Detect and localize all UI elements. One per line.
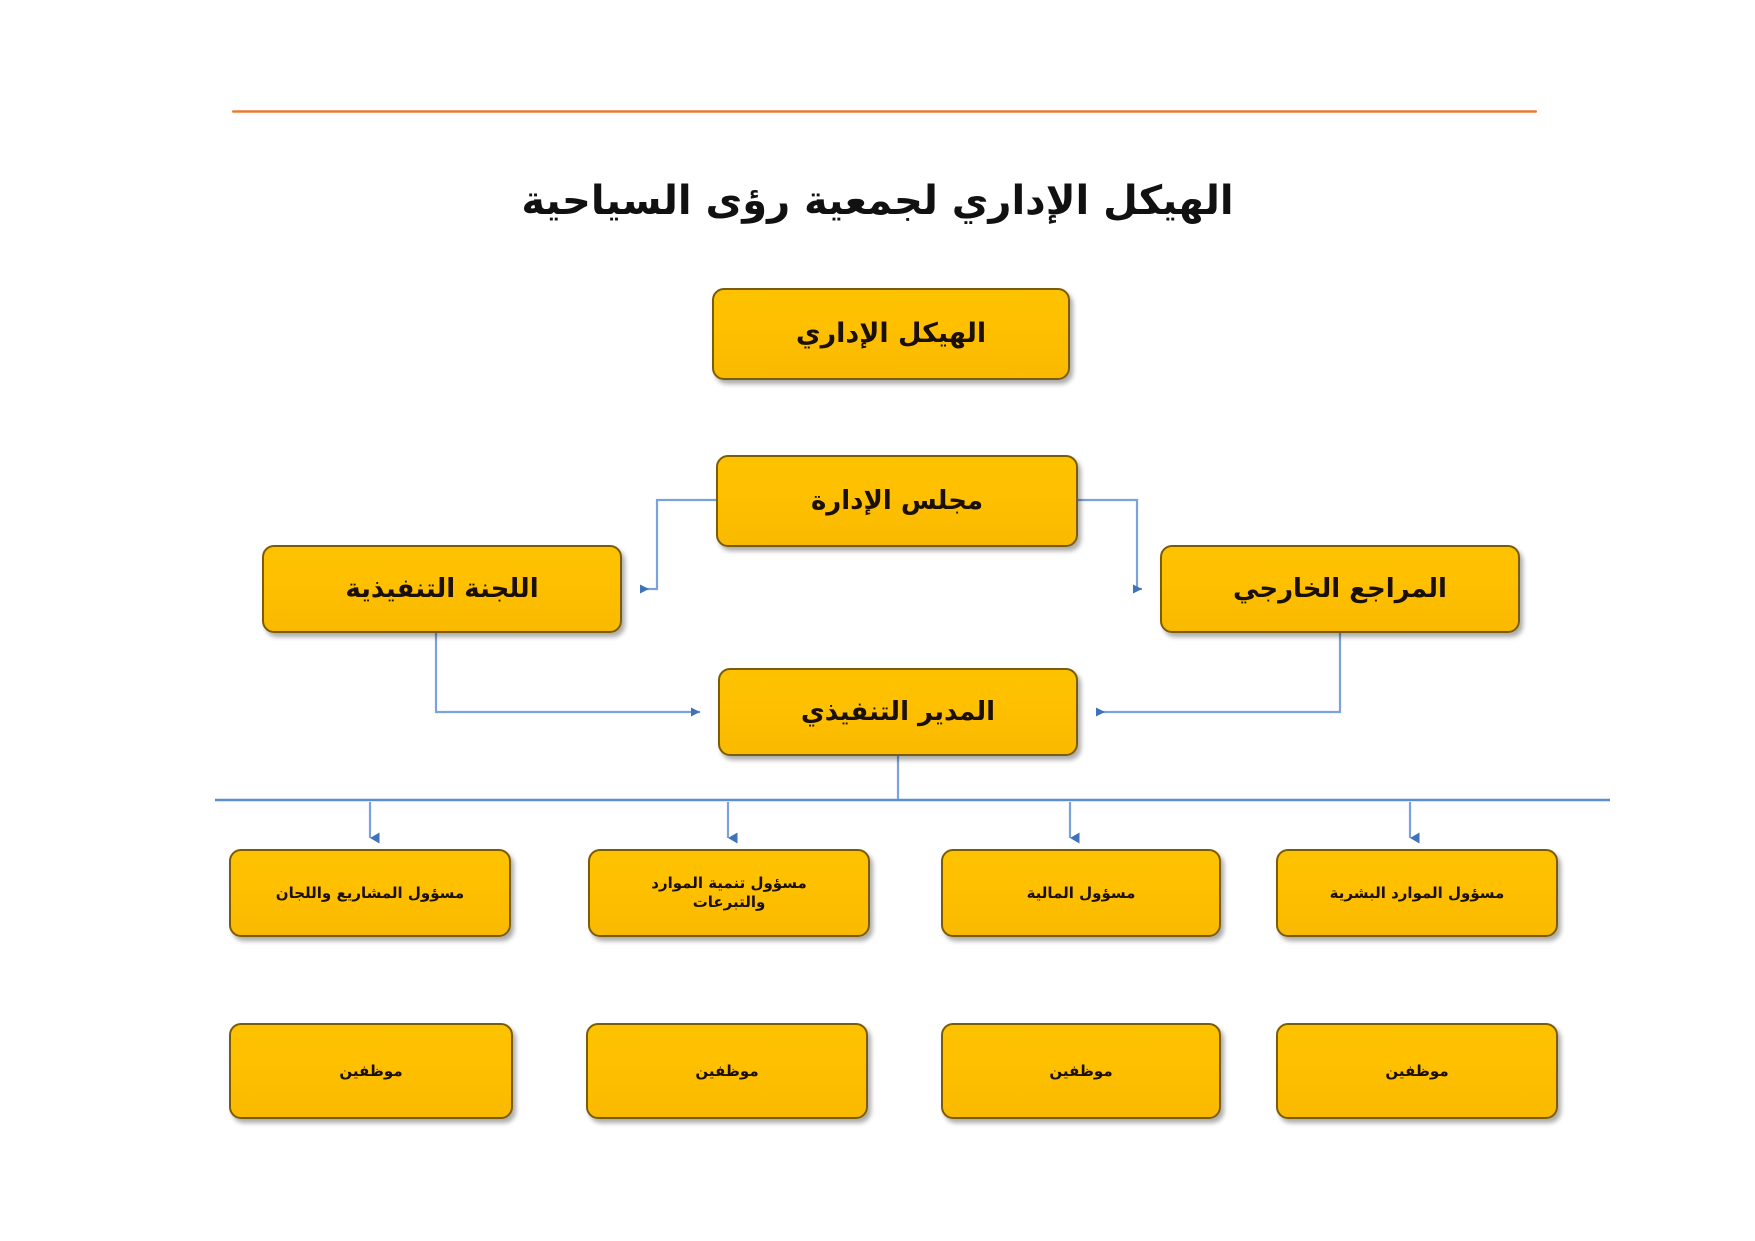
node-board[interactable]: مجلس الإدارة xyxy=(716,455,1078,547)
node-finance-officer-label: مسؤول المالية xyxy=(1026,883,1136,902)
edge-board-auditor xyxy=(1078,498,1142,594)
node-hr-officer[interactable]: مسؤول الموارد البشرية xyxy=(1276,849,1558,937)
node-finance-officer[interactable]: مسؤول المالية xyxy=(941,849,1221,937)
node-hr-officer-label: مسؤول الموارد البشرية xyxy=(1329,883,1505,902)
edge-committee-ceo xyxy=(434,633,700,717)
node-projects-committees-officer-label: مسؤول المشاريع واللجان xyxy=(275,883,465,902)
node-resource-development-officer[interactable]: مسؤول تنمية الموارد والتبرعات xyxy=(588,849,870,937)
edge-board-committee xyxy=(640,498,716,594)
edge-auditor-ceo xyxy=(1096,633,1342,717)
node-executive-committee-label: اللجنة التنفيذية xyxy=(345,573,539,604)
header-rule xyxy=(232,110,1537,113)
node-staff-resources-label: موظفين xyxy=(695,1061,759,1080)
node-staff-hr-label: موظفين xyxy=(1385,1061,1449,1080)
node-staff-projects-label: موظفين xyxy=(339,1061,403,1080)
node-external-auditor[interactable]: المراجع الخارجي xyxy=(1160,545,1520,633)
node-staff-finance-label: موظفين xyxy=(1049,1061,1113,1080)
node-ceo[interactable]: المدير التنفيذي xyxy=(718,668,1078,756)
node-board-label: مجلس الإدارة xyxy=(810,485,984,516)
node-external-auditor-label: المراجع الخارجي xyxy=(1233,573,1447,604)
node-projects-committees-officer[interactable]: مسؤول المشاريع واللجان xyxy=(229,849,511,937)
node-ceo-label: المدير التنفيذي xyxy=(800,696,996,727)
node-resource-development-officer-label-line2: والتبرعات xyxy=(692,893,766,911)
node-root[interactable]: الهيكل الإداري xyxy=(712,288,1070,380)
node-staff-projects[interactable]: موظفين xyxy=(229,1023,513,1119)
page-title: الهيكل الإداري لجمعية رؤى السياحية xyxy=(521,178,1234,224)
node-staff-finance[interactable]: موظفين xyxy=(941,1023,1221,1119)
node-staff-resources[interactable]: موظفين xyxy=(586,1023,868,1119)
node-executive-committee[interactable]: اللجنة التنفيذية xyxy=(262,545,622,633)
node-root-label: الهيكل الإداري xyxy=(795,318,987,350)
node-staff-hr[interactable]: موظفين xyxy=(1276,1023,1558,1119)
node-resource-development-officer-label-line1: مسؤول تنمية الموارد xyxy=(651,874,807,893)
